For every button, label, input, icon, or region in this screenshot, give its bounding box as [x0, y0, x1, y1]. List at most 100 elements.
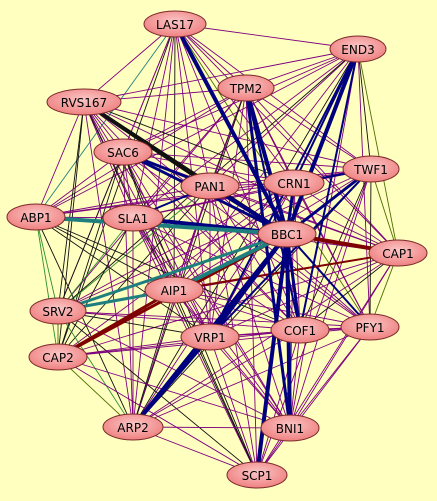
node-las17[interactable]: LAS17 — [143, 10, 207, 38]
edge-aip1-cap2 — [56, 288, 176, 359]
node-pfy1[interactable]: PFY1 — [340, 313, 400, 341]
edge-rvs167-crn1 — [83, 101, 295, 184]
edge-srv2-bni1 — [57, 310, 291, 429]
edge-abp1-cap2 — [35, 216, 59, 358]
edge-las17-rvs167 — [83, 23, 176, 103]
node-arp2[interactable]: ARP2 — [102, 413, 164, 441]
node-label: TPM2 — [229, 82, 263, 96]
node-shape — [368, 239, 428, 267]
edge-las17-aip1 — [173, 23, 176, 291]
node-shape — [29, 297, 87, 325]
edge-vrp1-scp1 — [209, 336, 258, 476]
edge-crn1-abp1 — [35, 182, 295, 218]
node-shape — [263, 169, 325, 197]
edge-bbc1-end3 — [285, 47, 360, 236]
node-cap1[interactable]: CAP1 — [368, 239, 428, 267]
node-rvs167[interactable]: RVS167 — [46, 88, 122, 116]
edge-srv2-cof1 — [57, 310, 301, 331]
node-bni1[interactable]: BNI1 — [260, 414, 320, 442]
edge-end3-arp2 — [132, 48, 359, 428]
edge-end3-cof1 — [299, 48, 359, 331]
node-sac6[interactable]: SAC6 — [93, 138, 153, 166]
node-aip1[interactable]: AIP1 — [144, 276, 204, 304]
node-end3[interactable]: END3 — [329, 35, 387, 63]
node-label: BBC1 — [271, 228, 303, 242]
edge-aip1-pfy1 — [173, 289, 371, 328]
edge-las17-abp1 — [35, 23, 176, 218]
edge-twf1-cof1 — [299, 168, 372, 331]
node-label: TWF1 — [353, 163, 388, 177]
node-label: SRV2 — [42, 305, 73, 319]
edge-bbc1-las17 — [173, 22, 289, 236]
node-crn1[interactable]: CRN1 — [263, 169, 325, 197]
edge-vrp1-bni1 — [209, 336, 291, 429]
node-shape — [180, 323, 240, 351]
edge-las17-cap1 — [174, 23, 399, 254]
edge-aip1-arp2 — [132, 289, 175, 428]
edge-las17-sla1 — [132, 23, 176, 219]
edge-sac6-srv2 — [57, 151, 124, 312]
edge-tpm2-arp2 — [132, 87, 247, 428]
node-shape — [46, 88, 122, 116]
node-label: AIP1 — [161, 284, 188, 298]
edge-end3-abp1 — [35, 48, 359, 218]
node-label: PFY1 — [355, 321, 384, 335]
edge-cap2-bni1 — [57, 356, 291, 429]
node-vrp1[interactable]: VRP1 — [180, 323, 240, 351]
node-abp1[interactable]: ABP1 — [6, 203, 66, 231]
node-tpm2[interactable]: TPM2 — [217, 74, 275, 102]
edge-crn1-cap1 — [293, 182, 399, 254]
edge-rvs167-cap1 — [83, 101, 399, 254]
node-shape — [102, 413, 164, 441]
edge-crn1-pfy1 — [293, 182, 371, 328]
node-shape — [102, 204, 164, 232]
node-shape — [342, 155, 400, 183]
node-shape — [180, 172, 240, 200]
node-srv2[interactable]: SRV2 — [29, 297, 87, 325]
node-scp1[interactable]: SCP1 — [226, 461, 288, 489]
edge-twf1-bni1 — [289, 168, 372, 429]
node-shape — [260, 414, 320, 442]
edge-crn1-cof1 — [293, 182, 301, 331]
edge-rvs167-arp2 — [83, 101, 134, 428]
node-bbc1[interactable]: BBC1 — [257, 220, 317, 248]
node-cap2[interactable]: CAP2 — [28, 343, 88, 371]
edge-cof1-scp1 — [256, 329, 301, 476]
node-shape — [329, 35, 387, 63]
edge-end3-aip1 — [173, 48, 359, 291]
edge-abp1-aip1 — [35, 216, 175, 291]
edge-cap2-scp1 — [57, 356, 258, 476]
edge-end3-cap1 — [357, 48, 399, 254]
edge-sla1-cof1 — [132, 217, 301, 331]
edge-cap1-arp2 — [132, 252, 399, 428]
node-label: SLA1 — [118, 212, 148, 226]
edge-cof1-cap2 — [57, 329, 301, 358]
edge-las17-end3 — [174, 23, 359, 50]
node-shape — [217, 74, 275, 102]
node-pan1[interactable]: PAN1 — [180, 172, 240, 200]
node-twf1[interactable]: TWF1 — [342, 155, 400, 183]
node-label: ARP2 — [117, 421, 148, 435]
node-cof1[interactable]: COF1 — [270, 316, 330, 344]
edge-sac6-arp2 — [122, 151, 134, 428]
edge-bbc1-abp1 — [34, 215, 289, 236]
edge-srv2-arp2 — [57, 310, 134, 428]
edge-bbc1-tpm2 — [244, 86, 289, 236]
node-shape — [6, 203, 66, 231]
node-label: LAS17 — [156, 18, 194, 32]
edge-end3-rvs167 — [83, 48, 359, 103]
node-shape — [270, 316, 330, 344]
node-sla1[interactable]: SLA1 — [102, 204, 164, 232]
node-label: VRP1 — [194, 331, 225, 345]
node-shape — [93, 138, 153, 166]
node-shape — [257, 220, 317, 248]
edge-las17-cof1 — [174, 23, 301, 331]
node-label: SCP1 — [242, 469, 273, 483]
node-shape — [143, 10, 207, 38]
edges-layer — [34, 22, 400, 477]
edge-sac6-pfy1 — [122, 151, 371, 328]
edge-abp1-srv2 — [35, 216, 59, 312]
node-shape — [340, 313, 400, 341]
